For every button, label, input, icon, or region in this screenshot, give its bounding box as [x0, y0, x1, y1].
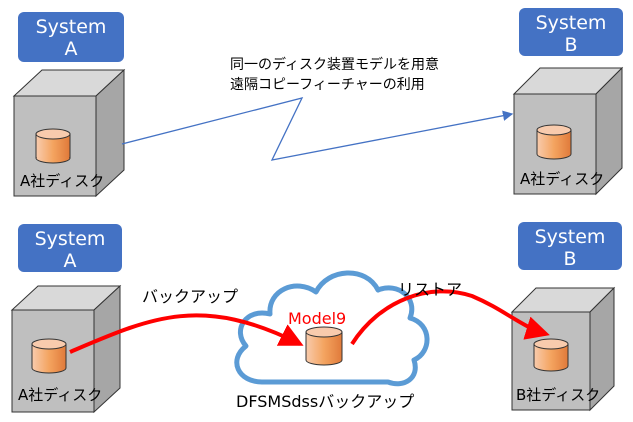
disk-label-bottom-b: B社ディスク	[516, 386, 601, 404]
restore-arrow	[350, 289, 550, 346]
restore-label: リストア	[398, 280, 463, 299]
disk-label-top-a: A社ディスク	[20, 172, 105, 190]
system-a-label-top: System A	[18, 12, 124, 62]
disk-icon-top-a	[35, 128, 71, 164]
remote-copy-arrow	[121, 97, 514, 161]
remote-copy-note-line2: 遠隔コピーフィーチャーの利用	[230, 77, 425, 93]
dfsmsdss-backup-caption: DFSMSdssバックアップ	[236, 392, 415, 411]
server-top-a	[12, 68, 126, 198]
system-b-top-line2: B	[564, 34, 578, 56]
model9-label: Model9	[288, 309, 347, 328]
disk-icon-cloud	[305, 326, 343, 366]
system-a-top-line1: System	[35, 16, 107, 38]
system-a-label-bottom: System A	[18, 224, 122, 272]
disk-icon-bottom-b	[533, 338, 569, 372]
system-a-bottom-line1: System	[34, 228, 106, 250]
system-b-bottom-line1: System	[534, 226, 606, 248]
system-b-label-top: System B	[519, 8, 623, 56]
system-a-bottom-line2: A	[63, 250, 77, 272]
disk-label-bottom-a: A社ディスク	[18, 386, 103, 404]
system-b-label-bottom: System B	[518, 222, 622, 270]
system-b-top-line1: System	[535, 12, 607, 34]
disk-icon-top-b	[536, 124, 572, 160]
server-bottom-a	[10, 284, 122, 414]
system-b-bottom-line2: B	[563, 248, 577, 270]
disk-label-top-b: A社ディスク	[520, 170, 605, 188]
remote-copy-note-line1: 同一のディスク装置モデルを用意	[230, 57, 440, 73]
backup-arrow	[69, 313, 304, 354]
system-a-top-line2: A	[64, 38, 78, 60]
disk-icon-bottom-a	[31, 338, 67, 374]
backup-label: バックアップ	[142, 287, 239, 306]
